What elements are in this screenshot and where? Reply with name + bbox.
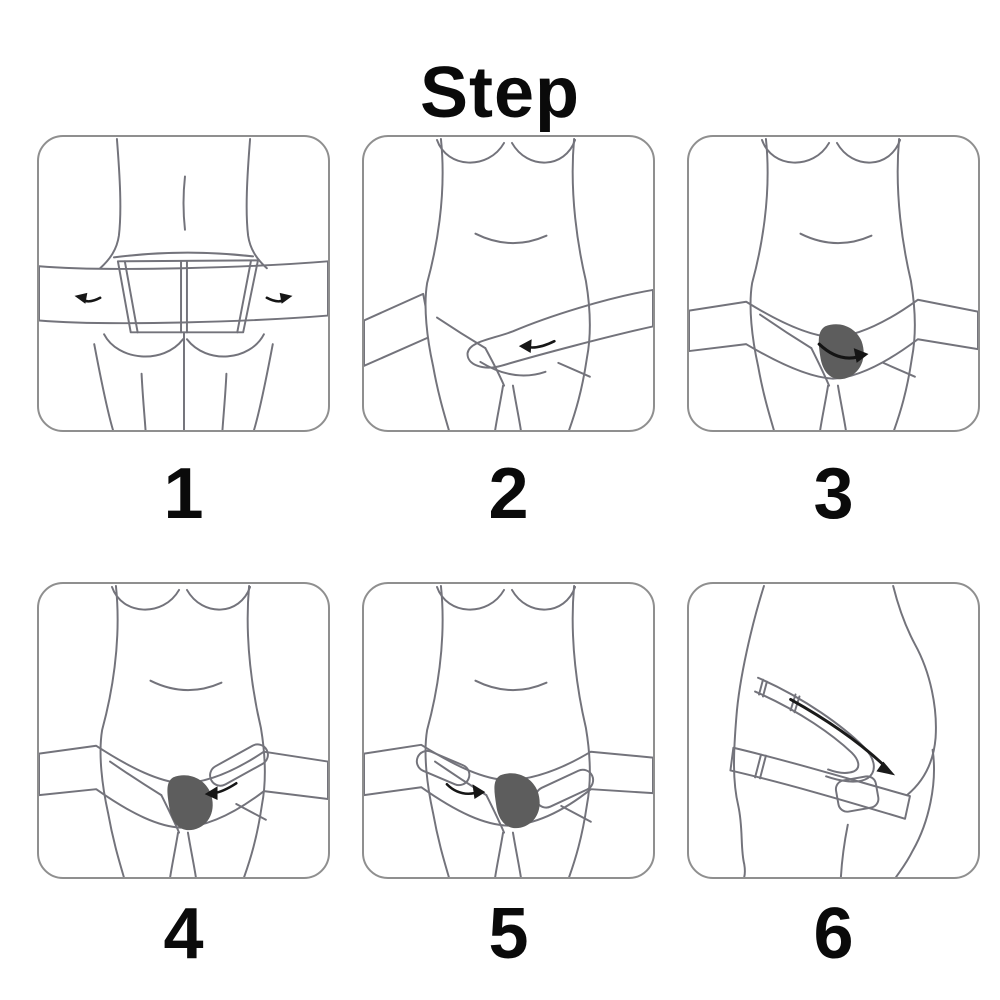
step-3-number: 3 xyxy=(813,454,854,534)
step-4-number: 4 xyxy=(163,894,204,974)
page-title: Step xyxy=(419,53,581,134)
front-view-belt-pull-illustration xyxy=(364,138,653,430)
step-6-panel xyxy=(687,582,980,879)
step-6-number: 6 xyxy=(813,894,854,974)
front-view-straps-secured-illustration xyxy=(364,585,653,877)
step-2-number: 2 xyxy=(488,454,529,534)
front-view-belt-fastened-illustration xyxy=(689,138,978,430)
front-view-side-strap-pull-illustration xyxy=(39,585,328,877)
step-5-number: 5 xyxy=(488,894,529,974)
side-view-worn-belt-illustration xyxy=(729,585,937,877)
back-view-belt-illustration xyxy=(39,138,328,430)
step-3-panel xyxy=(687,135,980,432)
step-5-panel xyxy=(362,582,655,879)
step-1-number: 1 xyxy=(163,454,204,534)
step-4-panel xyxy=(37,582,330,879)
step-1-panel xyxy=(37,135,330,432)
step-2-panel xyxy=(362,135,655,432)
